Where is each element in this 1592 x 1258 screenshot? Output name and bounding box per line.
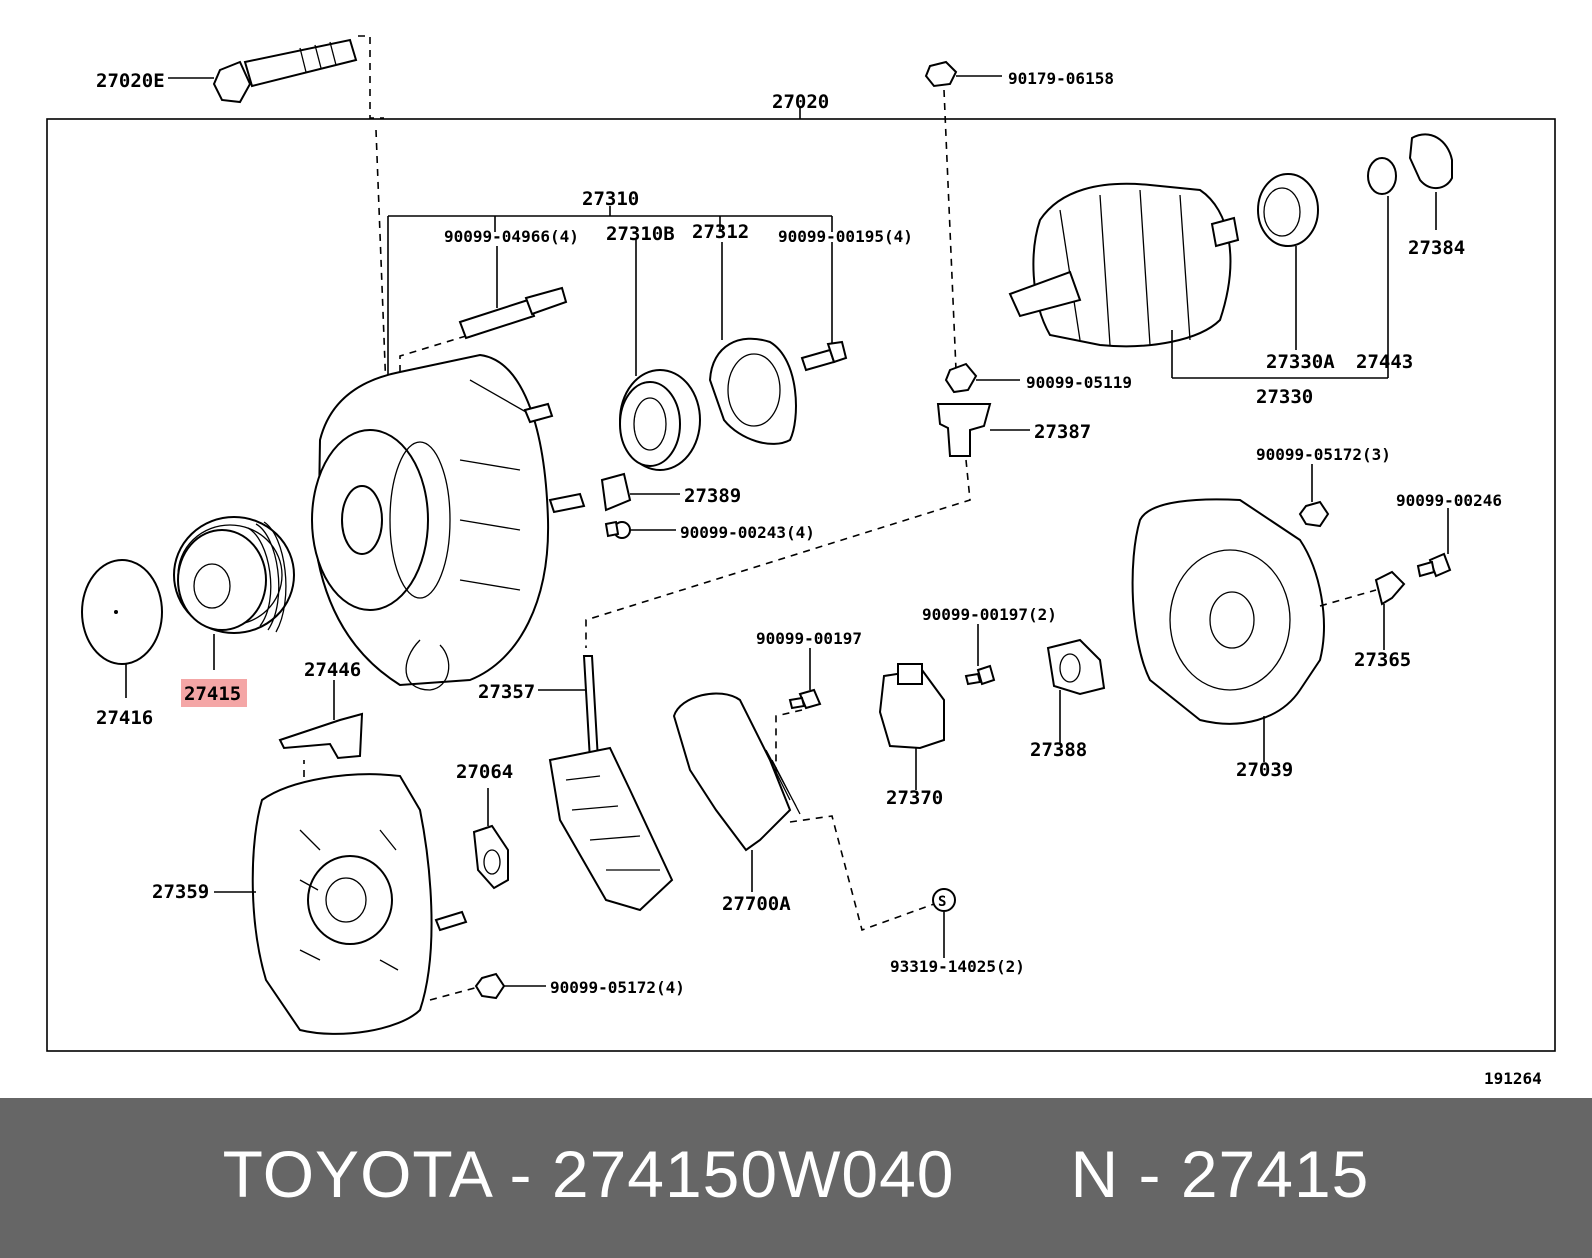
label-27312: 27312 bbox=[692, 221, 749, 243]
label-27020e: 27020E bbox=[96, 70, 165, 92]
footer-part-number-text: TOYOTA - 274150W040 N - 27415 bbox=[222, 1137, 1370, 1211]
highlight-box bbox=[181, 679, 247, 707]
label-27446: 27446 bbox=[304, 659, 361, 681]
label-90099-00197: 90099-00197 bbox=[756, 629, 862, 648]
label-27370: 27370 bbox=[886, 787, 943, 809]
rear-frame-27359[interactable] bbox=[214, 773, 468, 1035]
rectifier-27357[interactable] bbox=[538, 655, 674, 912]
label-27039: 27039 bbox=[1236, 759, 1293, 781]
nut-90099-05119[interactable] bbox=[944, 362, 1020, 394]
retainer-27312[interactable] bbox=[708, 242, 797, 445]
insulator-27387[interactable] bbox=[936, 403, 1030, 457]
bracket-27446[interactable] bbox=[278, 680, 364, 760]
diagram-svg: S 27020E 27020 90179-06158 27310 90099-0… bbox=[46, 35, 1556, 1088]
stud-90099-04966[interactable] bbox=[458, 246, 568, 340]
brush-holder-27370[interactable] bbox=[878, 663, 945, 790]
label-27384: 27384 bbox=[1408, 237, 1465, 259]
terminal-27389[interactable] bbox=[600, 472, 680, 512]
bearing-27330a[interactable] bbox=[1257, 173, 1319, 350]
label-90099-00246: 90099-00246 bbox=[1396, 491, 1502, 510]
terminal-27365[interactable] bbox=[1374, 570, 1406, 650]
regulator-27700a[interactable] bbox=[672, 692, 801, 892]
screw-90099-00197[interactable] bbox=[788, 648, 822, 710]
label-27330: 27330 bbox=[1256, 386, 1313, 408]
insulator-27388[interactable] bbox=[1046, 638, 1106, 744]
footer-bar: TOYOTA - 274150W040 N - 27415 bbox=[0, 1098, 1592, 1258]
label-27359: 27359 bbox=[152, 881, 209, 903]
svg-text:S: S bbox=[938, 894, 946, 910]
label-90099-05172-4: 90099-05172(4) bbox=[550, 978, 685, 997]
label-27064: 27064 bbox=[456, 761, 513, 783]
nut-90179-06158[interactable] bbox=[924, 60, 1002, 88]
rotor-27330[interactable] bbox=[1008, 182, 1388, 379]
label-90099-00243: 90099-00243(4) bbox=[680, 523, 815, 542]
label-90099-05172-3: 90099-05172(3) bbox=[1256, 445, 1391, 464]
screw-90099-00197-2[interactable] bbox=[964, 624, 996, 686]
rear-end-cover-27039[interactable] bbox=[1131, 498, 1325, 762]
label-27388: 27388 bbox=[1030, 739, 1087, 761]
label-27443: 27443 bbox=[1356, 351, 1413, 373]
washer-27443[interactable] bbox=[1367, 157, 1397, 378]
nut-90099-05172-3[interactable] bbox=[1298, 464, 1330, 528]
screw-90099-00243[interactable] bbox=[604, 520, 676, 539]
label-27416: 27416 bbox=[96, 707, 153, 729]
label-27700a: 27700A bbox=[722, 893, 791, 915]
nut-90099-05172-4[interactable] bbox=[474, 972, 546, 1000]
label-90179-06158: 90179-06158 bbox=[1008, 69, 1114, 88]
label-90099-05119: 90099-05119 bbox=[1026, 373, 1132, 392]
label-27330a: 27330A bbox=[1266, 351, 1335, 373]
label-27389: 27389 bbox=[684, 485, 741, 507]
screw-93319-14025[interactable]: S bbox=[932, 888, 956, 958]
cover-27384[interactable] bbox=[1408, 133, 1453, 230]
label-27310: 27310 bbox=[582, 188, 639, 210]
parts-diagram: S 27020E 27020 90179-06158 27310 90099-0… bbox=[46, 35, 1556, 1088]
assembly-frame bbox=[46, 118, 1556, 1052]
drive-end-frame[interactable] bbox=[311, 353, 586, 691]
label-90099-00195: 90099-00195(4) bbox=[778, 227, 913, 246]
cover-27416[interactable] bbox=[81, 559, 163, 698]
diagram-code: 191264 bbox=[1484, 1069, 1542, 1088]
label-27020: 27020 bbox=[772, 91, 829, 113]
bearing-27310b[interactable] bbox=[619, 238, 701, 471]
label-90099-04966: 90099-04966(4) bbox=[444, 227, 579, 246]
screw-90099-00246[interactable] bbox=[1416, 508, 1452, 578]
label-93319-14025: 93319-14025(2) bbox=[890, 957, 1025, 976]
label-27357: 27357 bbox=[478, 681, 535, 703]
screw-90099-00195[interactable] bbox=[800, 242, 848, 372]
gasket-27064[interactable] bbox=[472, 788, 509, 890]
label-27387: 27387 bbox=[1034, 421, 1091, 443]
label-90099-00197-2: 90099-00197(2) bbox=[922, 605, 1057, 624]
label-27310b: 27310B bbox=[606, 223, 675, 245]
label-27415: 27415 bbox=[184, 683, 241, 705]
pulley-27415[interactable] bbox=[173, 516, 295, 670]
label-27365: 27365 bbox=[1354, 649, 1411, 671]
bolt-27020e[interactable] bbox=[168, 38, 358, 104]
